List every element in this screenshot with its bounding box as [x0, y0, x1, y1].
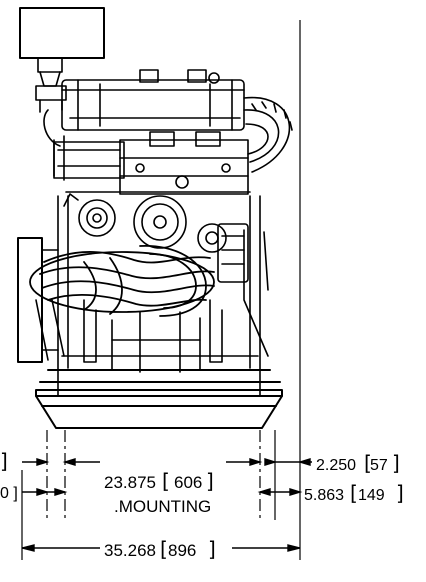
- alternator-pulley: [63, 193, 116, 237]
- svg-text:149: 149: [358, 487, 385, 504]
- svg-text:.MOUNTING: .MOUNTING: [114, 497, 211, 516]
- svg-text:[: [: [350, 481, 358, 505]
- skid-base: [35, 369, 283, 429]
- svg-text:0 ]: 0 ]: [0, 485, 18, 502]
- crank-pulley: [133, 195, 187, 249]
- svg-text:]: ]: [392, 451, 400, 475]
- tensioner-pulley: [197, 223, 227, 253]
- side-component: [217, 223, 249, 283]
- dim-overall-width: 35.268 [ 896 ]: [104, 537, 216, 561]
- dim-right-offset: 2.250 [ 57 ]: [316, 451, 400, 475]
- left-manifold: [43, 109, 125, 181]
- svg-text:896: 896: [168, 541, 196, 560]
- svg-text:]: ]: [396, 481, 404, 505]
- dim-mounting-width: 23.875 [ 606 ] .MOUNTING: [104, 469, 214, 516]
- svg-text:[: [: [364, 451, 372, 475]
- engine-block-upper: [65, 131, 251, 195]
- intake-hose: [243, 96, 293, 173]
- svg-text:606: 606: [174, 473, 202, 492]
- heat-exchanger-coil: [29, 245, 215, 317]
- svg-text:35.268: 35.268: [104, 541, 156, 560]
- dim-right-mount-offset: 5.863 [ 149 ]: [304, 481, 404, 505]
- engine-frame: [17, 195, 269, 397]
- svg-text:[: [: [162, 469, 170, 493]
- svg-text:]: ]: [206, 469, 214, 493]
- dim-left-cut: ] 0 ]: [0, 449, 18, 502]
- svg-text:[: [: [160, 537, 168, 561]
- air-filter-housing: [19, 7, 105, 113]
- svg-text:2.250: 2.250: [316, 457, 356, 474]
- dimension-lines: [21, 458, 312, 552]
- valve-cover: [61, 69, 245, 131]
- svg-text:5.863: 5.863: [304, 487, 344, 504]
- svg-text:23.875: 23.875: [104, 473, 156, 492]
- svg-text:]: ]: [208, 537, 216, 561]
- svg-text:57: 57: [370, 457, 388, 474]
- svg-text:]: ]: [0, 449, 8, 473]
- extension-lines: [21, 20, 301, 560]
